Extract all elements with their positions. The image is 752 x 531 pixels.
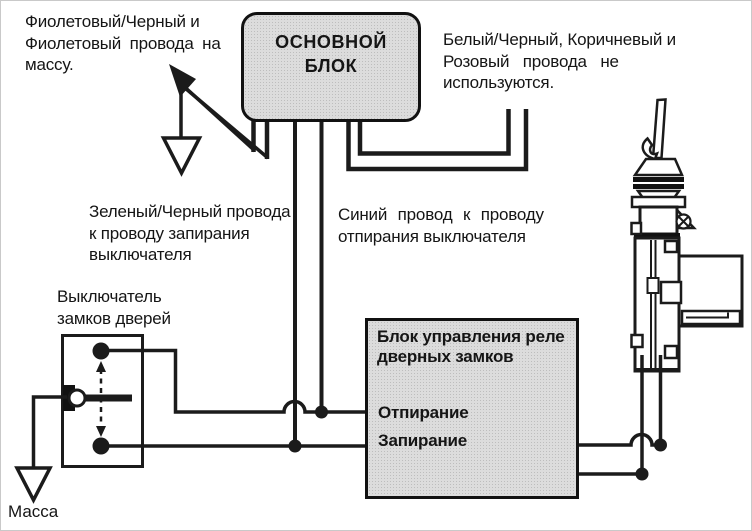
wire-unlock-line [108, 348, 369, 414]
switch-pivot [67, 388, 87, 408]
arrow-line [183, 86, 270, 160]
switch-label-line: замков дверей [57, 308, 171, 328]
actuator-tab [659, 280, 683, 305]
unused-wires [346, 109, 529, 172]
actuator-slot-inner [686, 312, 729, 319]
actuator-clip [630, 333, 644, 349]
note-violet-wires: Фиолетовый/Черный и Фиолетовый провода н… [25, 11, 221, 76]
note-line: Зеленый/Черный провода [89, 202, 291, 221]
actuator-neck-band [634, 233, 680, 239]
junction-dot [288, 439, 302, 453]
actuator-bellows-top [632, 157, 684, 177]
switch-contact-upper [92, 342, 110, 360]
relay-block-title: Блок управления реле дверных замков [368, 321, 576, 367]
junction-dot [654, 438, 667, 452]
note-line: массу. [25, 55, 74, 74]
ground-symbol-top [160, 136, 203, 177]
junction-dot [315, 405, 328, 419]
actuator-slider [646, 277, 660, 294]
actuator-hook [641, 136, 660, 161]
screw-cross [677, 215, 690, 228]
ground-label: Масса [8, 502, 59, 521]
note-line: используются. [443, 73, 554, 92]
note-line: отпирания выключателя [338, 226, 526, 246]
lock-actuator-drawing [630, 98, 744, 373]
arrowhead-icon [169, 64, 196, 97]
wire-unused-inner [357, 109, 511, 156]
note-line: к проводу запирания [89, 223, 250, 243]
wire-switch-to-ground [31, 395, 67, 468]
actuator-upper-body [638, 205, 679, 236]
actuator-clip [663, 239, 679, 254]
actuator-rod [651, 98, 667, 160]
note-line: Розовый провода не [443, 51, 619, 71]
relay-port-unlock-label: Отпирание [378, 403, 469, 422]
switch-contact-lower [92, 437, 110, 455]
relay-control-block: Блок управления реле дверных замков Отпи… [365, 318, 579, 499]
wire-unused-outer [346, 109, 529, 172]
arrowhead-down-icon [96, 426, 106, 437]
note-line: Белый/Черный, Коричневый и [443, 30, 676, 49]
note-unused-wires: Белый/Черный, Коричневый и Розовый прово… [443, 29, 676, 94]
arrowhead-up-icon [96, 361, 106, 372]
note-line: Фиолетовый провода на [25, 33, 221, 53]
actuator-rail [650, 240, 657, 369]
main-unit-title-line: БЛОК [304, 56, 358, 76]
note-line: Фиолетовый/Черный и [25, 12, 200, 31]
relay-title-line: дверных замков [377, 347, 514, 366]
main-unit-title-line: ОСНОВНОЙ [275, 32, 387, 52]
actuator-left-clip [630, 221, 643, 236]
relay-title-line: Блок управления реле [377, 327, 565, 346]
ground-symbol-bottom [14, 466, 53, 504]
actuator-ridge [633, 184, 684, 189]
relay-port-lock-label: Запирание [378, 431, 468, 450]
main-unit-block: ОСНОВНОЙ БЛОК [241, 12, 421, 122]
switch-label-line: Выключатель [57, 287, 162, 306]
actuator-ridge [633, 177, 684, 182]
note-line: Синий провод к проводу [338, 205, 544, 224]
wire-relay-out-unlock [574, 432, 660, 447]
note-blue-wire: Синий провод к проводу отпирания выключа… [338, 204, 544, 247]
door-lock-switch-label: Выключатель замков дверей [57, 286, 171, 329]
note-line: выключателя [89, 245, 192, 264]
actuator-clip [663, 344, 679, 360]
violet-ground-arrow [160, 64, 270, 177]
junction-dot [635, 467, 649, 481]
note-green-black-wire: Зеленый/Черный провода к проводу запиран… [89, 201, 291, 266]
